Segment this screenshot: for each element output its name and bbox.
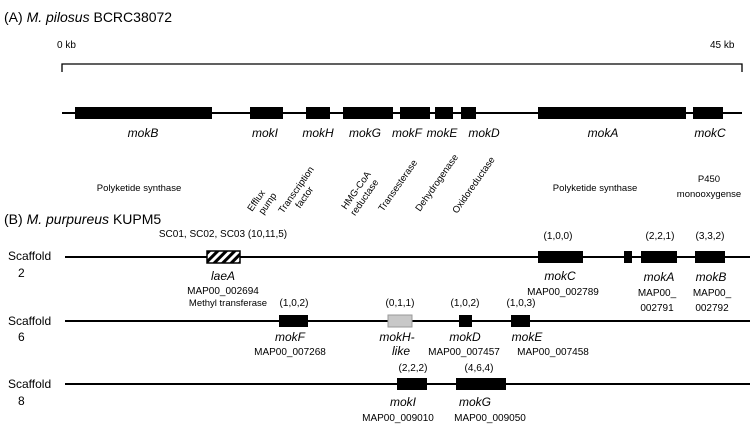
- panel-a-title: (A) M. pilosus BCRC38072: [4, 9, 172, 25]
- gene-id: MAP00_: [638, 288, 677, 299]
- gene-id: MAP00_007458: [517, 347, 589, 358]
- scaffold-2: Scaffold 2 SC01, SC02, SC03 (10,11,5) la…: [8, 229, 750, 314]
- counts-label: (3,3,2): [696, 231, 725, 242]
- gene-label: mokB: [128, 126, 159, 140]
- counts-label: (0,1,1): [386, 298, 415, 309]
- gene-box-mokB: [75, 107, 212, 119]
- gene-id: MAP00_007457: [428, 347, 500, 358]
- gene-box-mokG: [456, 378, 506, 390]
- gene-label: mokB: [696, 270, 727, 284]
- gene-label: mokI: [252, 126, 279, 140]
- scaffold-number: 8: [18, 394, 25, 408]
- gene-box-laeA: [206, 250, 241, 264]
- panel-b-title: (B) M. purpureus KUPM5: [4, 211, 161, 227]
- gene-label: like: [392, 344, 410, 358]
- gene-label: mokC: [694, 126, 726, 140]
- gene-label: mokD: [468, 126, 500, 140]
- gene-label: mokF: [392, 126, 423, 140]
- gene-box-mokD: [461, 107, 476, 119]
- scaffold-label: Scaffold: [8, 249, 51, 263]
- function-label: Oxidoreductase: [450, 155, 497, 216]
- counts-label: (2,2,1): [646, 231, 675, 242]
- gene-box-mokC: [693, 107, 723, 119]
- gene-box-mokE: [435, 107, 453, 119]
- scaffold-number: 2: [18, 266, 25, 280]
- counts-label: (1,0,3): [507, 298, 536, 309]
- counts-label: (2,2,2): [399, 363, 428, 374]
- counts-label: (4,6,4): [465, 363, 494, 374]
- gene-label: mokG: [349, 126, 381, 140]
- scale-bracket: [61, 63, 743, 72]
- function-label: monooxygense: [677, 189, 741, 200]
- gene-box-mokI: [397, 378, 427, 390]
- gene-label: laeA: [211, 269, 235, 283]
- gene-box-mokB: [695, 251, 725, 263]
- gene-label: mokH: [302, 126, 334, 140]
- gene-box-mokH-like: [387, 314, 413, 328]
- gene-label: mokA: [644, 270, 675, 284]
- gene-id: MAP00_009050: [454, 413, 526, 424]
- gene-box-mokI: [250, 107, 283, 119]
- gene-id: MAP00_007268: [254, 347, 326, 358]
- function-label: Polyketide synthase: [97, 183, 182, 194]
- counts-label: (1,0,0): [544, 231, 573, 242]
- gene-box-small: [624, 251, 632, 263]
- gene-label: mokA: [588, 126, 619, 140]
- gene-id: MAP00_002694: [187, 286, 259, 297]
- scale-start: 0 kb: [57, 40, 76, 51]
- gene-box-mokG: [343, 107, 393, 119]
- scaffold-8: Scaffold 8 (2,2,2) mokI MAP00_009010 (4,…: [8, 363, 750, 424]
- gene-label: mokD: [449, 330, 481, 344]
- gene-label: mokF: [275, 330, 306, 344]
- gene-label: mokG: [459, 395, 491, 409]
- function-label: Polyketide synthase: [553, 183, 638, 194]
- scaffold-label: Scaffold: [8, 377, 51, 391]
- function-labels-a: Polyketide synthase Efflux pump Transcri…: [97, 152, 741, 218]
- gene-label: mokI: [390, 395, 417, 409]
- gene-label: mokE: [427, 126, 459, 140]
- gene-id: 002791: [640, 303, 674, 314]
- scaffold-6: Scaffold 6 (1,0,2) mokF MAP00_007268 (0,…: [8, 298, 750, 358]
- gene-label: mokE: [512, 330, 544, 344]
- gene-box-mokA: [538, 107, 686, 119]
- gene-id: MAP00_002789: [527, 287, 599, 298]
- gene-label: mokC: [544, 269, 576, 283]
- gene-id: MAP00_: [693, 288, 732, 299]
- gene-box-mokE: [511, 315, 530, 327]
- gene-box-mokF: [400, 107, 430, 119]
- scaffold-number: 6: [18, 330, 25, 344]
- scale-end: 45 kb: [710, 40, 735, 51]
- gene-box-mokF: [279, 315, 308, 327]
- gene-boxes-a: [75, 107, 723, 119]
- gene-box-mokA: [641, 251, 677, 263]
- gene-label: mokH-: [379, 330, 414, 344]
- function-label: Methyl transferase: [189, 298, 267, 309]
- function-label: Transesterase: [376, 158, 420, 214]
- gene-labels-a: mokB mokI mokH mokG mokF mokE mokD mokA …: [128, 126, 726, 140]
- function-label: P450: [698, 174, 720, 185]
- counts-label: (1,0,2): [451, 298, 480, 309]
- counts-label: (1,0,2): [280, 298, 309, 309]
- gene-box-mokD: [459, 315, 472, 327]
- counts-label: SC01, SC02, SC03 (10,11,5): [159, 229, 287, 240]
- gene-id: MAP00_009010: [362, 413, 434, 424]
- gene-id: 002792: [695, 303, 729, 314]
- scaffold-label: Scaffold: [8, 314, 51, 328]
- gene-box-mokC: [538, 251, 583, 263]
- gene-box-mokH: [306, 107, 330, 119]
